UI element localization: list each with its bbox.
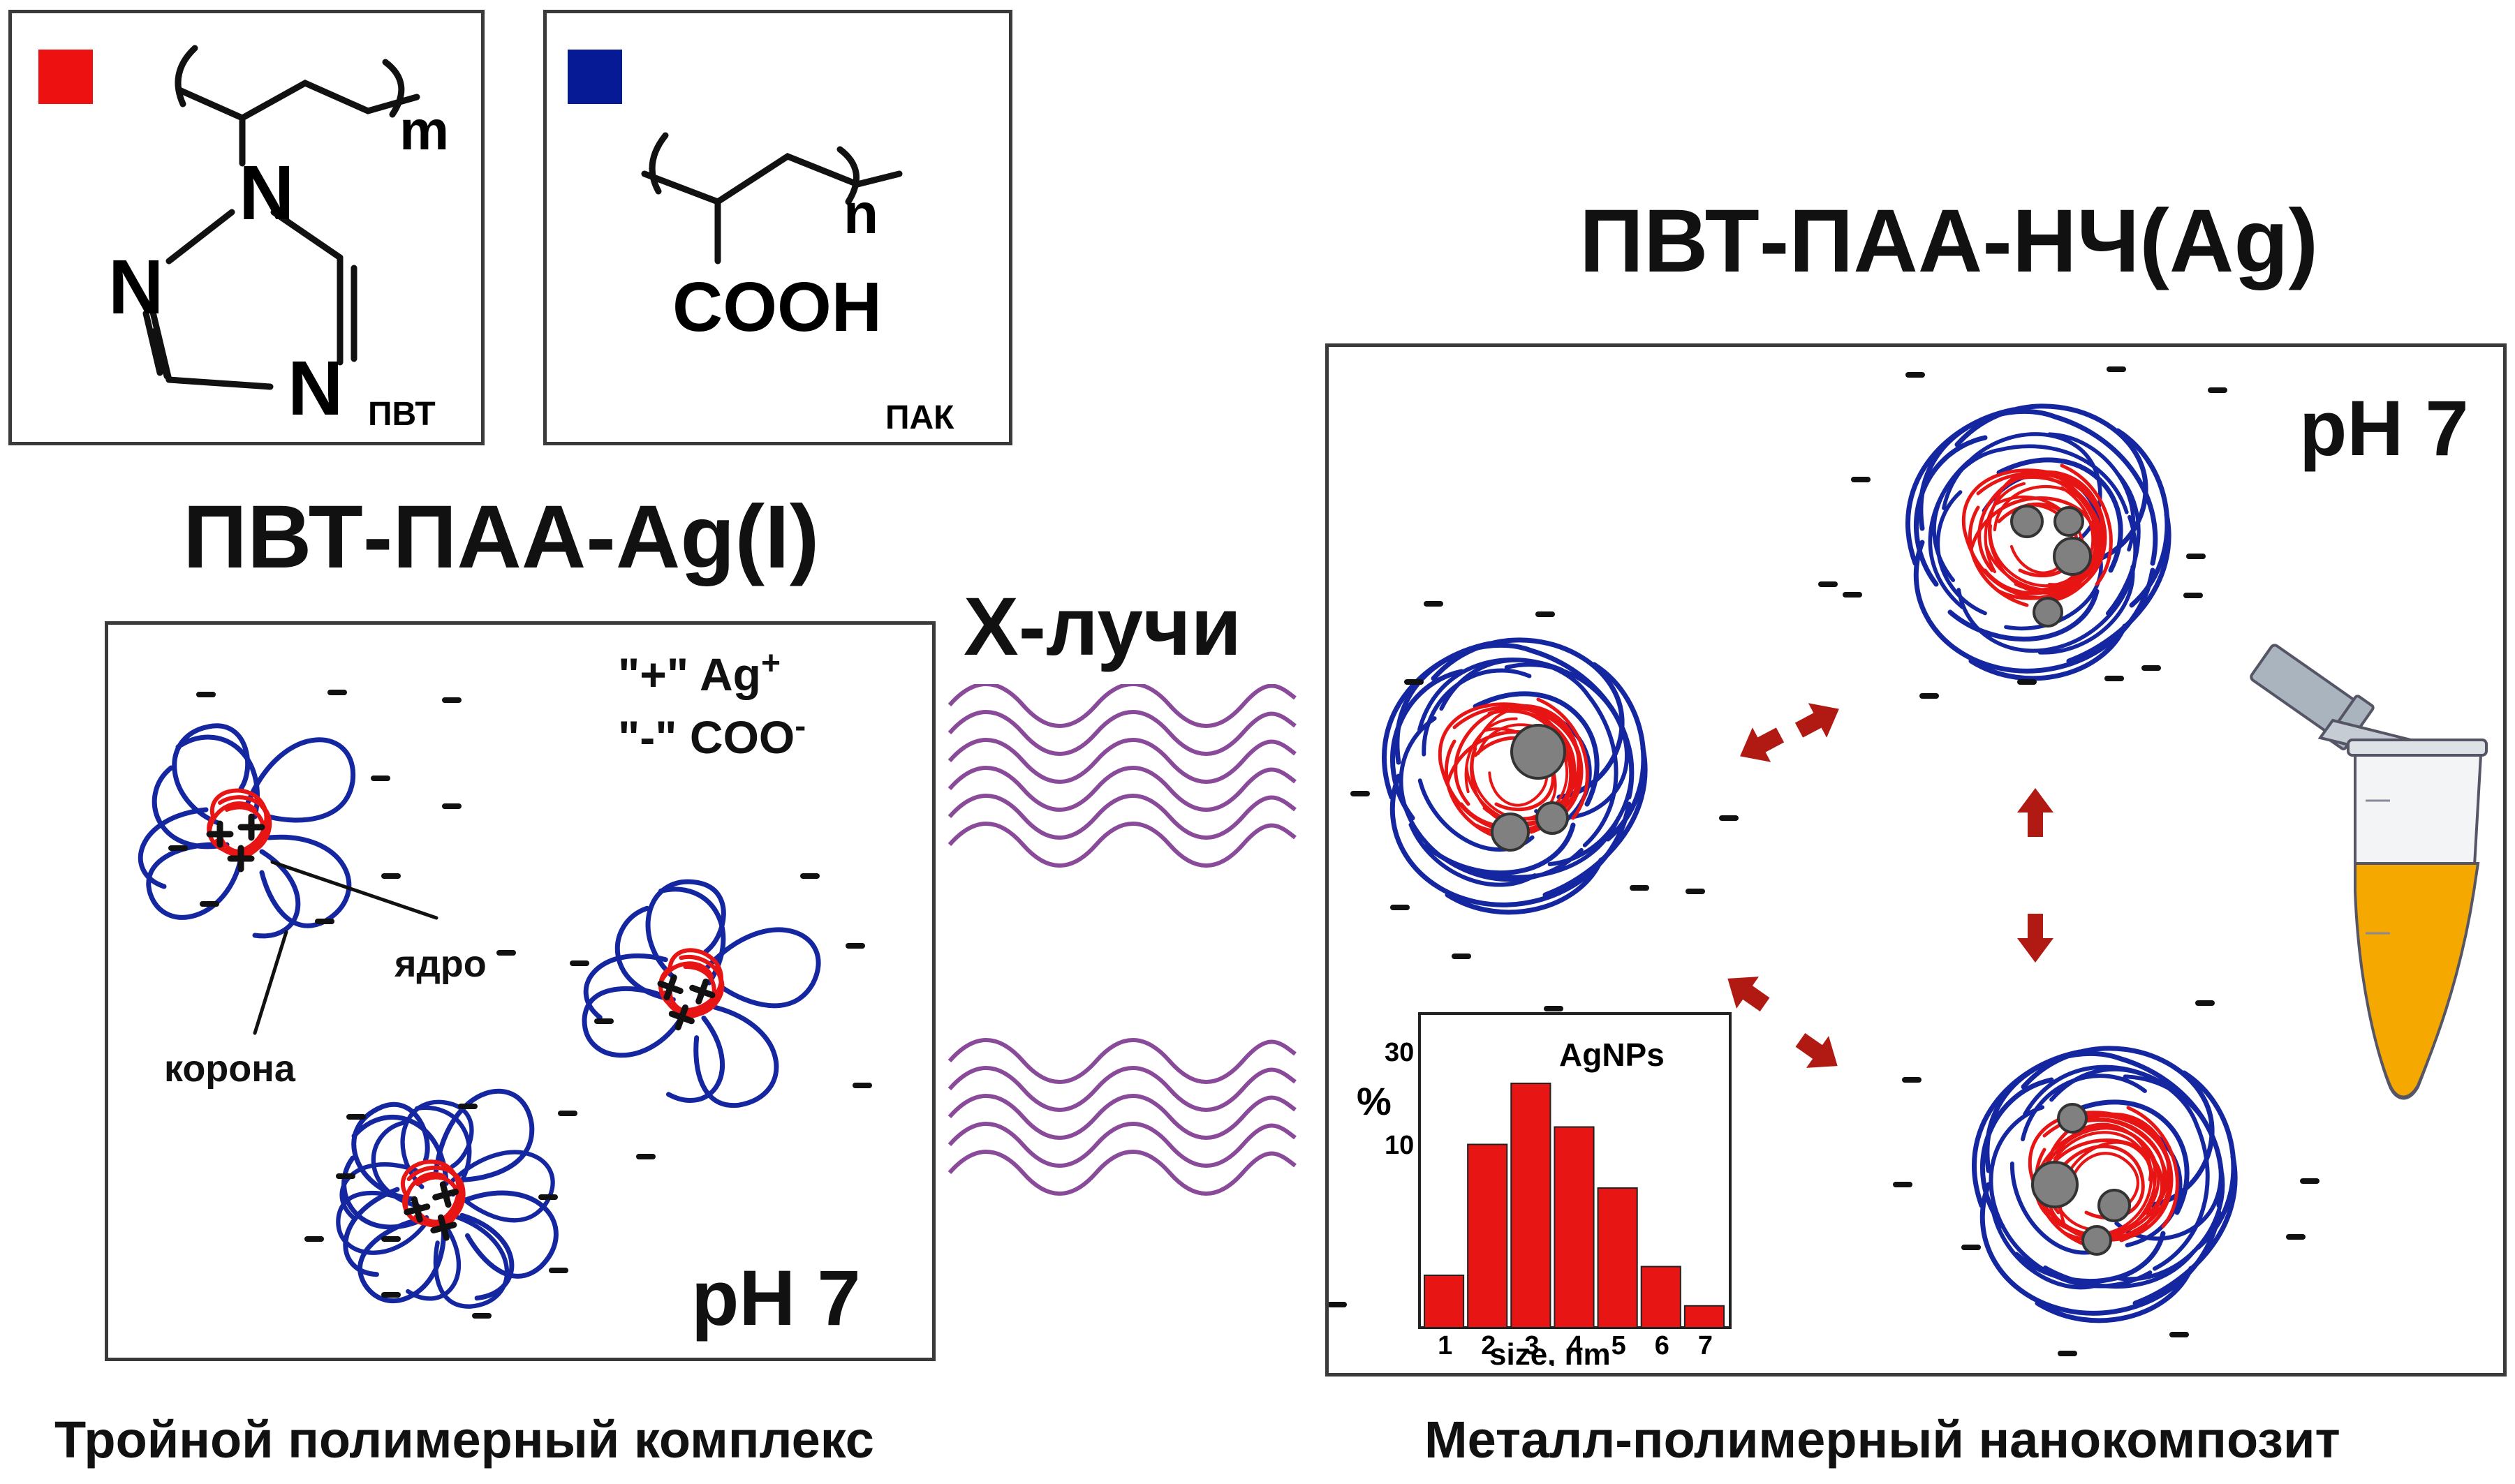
pvt-atom-n2: N <box>108 244 163 330</box>
legend-plus: "+" Ag+ <box>618 644 781 701</box>
nanocomposite-drawing <box>1329 366 2488 1356</box>
legend-minus-sup: - <box>795 708 806 745</box>
histogram-x-tick: 4 <box>1568 1331 1583 1360</box>
histogram-x-label: size, nm <box>1489 1337 1611 1366</box>
left-caption: Тройной полимерный комплекс <box>54 1411 874 1469</box>
pvt-atom-n3: N <box>288 346 343 431</box>
legend-plus-sup: + <box>761 645 781 682</box>
pak-structure-box: COOH n ПАК <box>543 10 1012 445</box>
y-tick-30: 30 <box>1385 1038 1414 1067</box>
triple-complex-panel: "+" Ag+ "-" COO- ядро корона pH 7 <box>105 621 936 1361</box>
left-title: ПВТ-ПАА-Ag(I) <box>183 487 820 587</box>
histogram-bar <box>1683 1305 1725 1328</box>
pak-repeat-index: n <box>843 182 878 246</box>
core-label: ядро <box>394 943 487 985</box>
pvt-structure-drawing: N N N m ПВТ <box>108 45 449 433</box>
histogram-bars <box>1424 1083 1725 1328</box>
tube-icon <box>2250 644 2488 1100</box>
pak-group: COOH <box>672 268 882 346</box>
legend-minus-text: "-" COO <box>618 711 795 763</box>
legend-minus: "-" COO- <box>618 707 806 764</box>
left-ph-label: pH 7 <box>691 1254 861 1342</box>
pvt-atom-n1: N <box>239 150 294 236</box>
histogram-bar <box>1467 1143 1508 1328</box>
histogram-x-tick: 6 <box>1655 1331 1669 1360</box>
histogram-bar <box>1554 1126 1595 1328</box>
histogram-x-tick: 5 <box>1611 1331 1626 1360</box>
pvt-repeat-index: m <box>399 99 449 161</box>
pak-color-swatch <box>568 50 622 104</box>
xray-label: Х-лучи <box>964 581 1242 673</box>
xray-waves <box>943 684 1306 1256</box>
pvt-color-swatch <box>38 50 93 104</box>
pvt-structure-box: N N N m ПВТ <box>8 10 485 445</box>
pvt-caption: ПВТ <box>368 396 436 433</box>
pak-caption: ПАК <box>885 399 954 436</box>
right-caption: Металл-полимерный нанокомпозит <box>1424 1411 2340 1469</box>
histogram-x-tick: 2 <box>1481 1331 1496 1360</box>
pak-structure-drawing: COOH n ПАК <box>641 132 954 436</box>
histogram-y-label: % <box>1357 1079 1392 1123</box>
histogram-x-tick: 1 <box>1438 1331 1452 1360</box>
y-tick-10: 10 <box>1385 1131 1414 1160</box>
triple-complex-drawing <box>108 690 872 1358</box>
histogram-bar <box>1510 1083 1551 1328</box>
right-ph-label: pH 7 <box>2299 385 2469 472</box>
histogram-x-tick: 3 <box>1524 1331 1539 1360</box>
right-title: ПВТ-ПАА-НЧ(Ag) <box>1579 191 2319 291</box>
legend-plus-text: "+" Ag <box>618 648 761 700</box>
histogram-bar <box>1640 1266 1681 1328</box>
histogram-bar <box>1597 1187 1638 1328</box>
histogram-title: AgNPs <box>1559 1037 1665 1073</box>
corona-label: корона <box>164 1048 295 1090</box>
histogram-x-tick: 7 <box>1698 1331 1713 1360</box>
histogram-bar <box>1424 1275 1465 1328</box>
